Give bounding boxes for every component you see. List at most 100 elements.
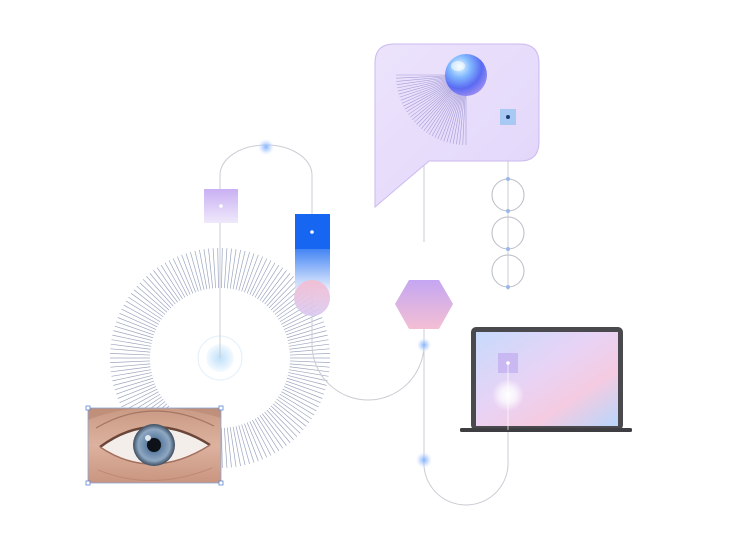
burst-ray — [262, 413, 287, 446]
burst-ray — [130, 293, 164, 318]
lavender-node-dot-icon — [219, 204, 223, 208]
bottom-glow-dot-icon — [415, 451, 433, 469]
burst-ray — [241, 253, 255, 292]
burst-ray — [113, 330, 153, 341]
burst-ray — [246, 422, 263, 460]
burst-ray — [289, 360, 330, 363]
chain-joint-dots — [506, 177, 510, 289]
burst-ray — [121, 308, 158, 328]
burst-ray — [254, 262, 276, 298]
burst-ray — [262, 270, 287, 303]
laptop-icon — [460, 327, 632, 432]
burst-ray — [249, 258, 268, 295]
burst-ray — [246, 256, 263, 294]
burst-ray — [232, 249, 241, 290]
burst-ray — [229, 427, 237, 467]
pink-circle-node-icon — [294, 280, 330, 316]
burst-ray — [156, 267, 181, 301]
burst-ray — [142, 279, 172, 309]
burst-ray — [119, 312, 157, 330]
burst-ray — [289, 353, 330, 356]
burst-ray — [208, 248, 214, 289]
burst-ray — [238, 251, 250, 291]
burst-ray — [289, 348, 330, 353]
burst-ray — [270, 405, 301, 434]
burst-ray — [111, 369, 152, 377]
burst-ray — [110, 360, 151, 363]
burst-ray — [259, 267, 284, 301]
burst-ray — [252, 260, 272, 297]
burst-ray — [110, 353, 151, 356]
burst-ray — [212, 248, 216, 289]
burst-ray — [285, 380, 324, 395]
burst-ray — [268, 279, 298, 309]
burst-ray — [276, 398, 310, 423]
burst-ray — [287, 375, 327, 386]
burst-ray — [153, 270, 178, 303]
burst-ray — [110, 343, 151, 350]
burst-ray — [119, 386, 157, 404]
burst-ray — [121, 388, 158, 408]
burst-ray — [224, 248, 228, 289]
burst-ray — [283, 312, 321, 330]
burst-ray — [139, 282, 170, 311]
burst-ray — [244, 254, 259, 293]
top-glow-dot-icon — [257, 138, 275, 156]
burst-ray — [252, 419, 272, 456]
burst-ray — [116, 321, 155, 336]
burst-ray — [244, 423, 259, 462]
burst-ray — [288, 372, 328, 382]
eye-photo-icon — [85, 405, 224, 486]
burst-ray — [289, 363, 330, 368]
burst-ray — [114, 325, 154, 339]
burst-ray — [128, 296, 162, 320]
burst-ray — [288, 334, 328, 344]
burst-ray — [254, 418, 276, 454]
burst-ray — [149, 273, 176, 305]
burst-ray — [235, 250, 246, 290]
burst-ray — [285, 321, 324, 336]
hexagon-glow-dot-icon — [416, 337, 432, 353]
burst-ray — [286, 377, 326, 391]
burst-ray — [266, 276, 294, 307]
burst-ray — [232, 426, 241, 467]
burst-ray — [146, 276, 174, 307]
burst-ray — [278, 396, 312, 420]
burst-ray — [281, 391, 317, 412]
burst-ray — [289, 366, 330, 373]
burst-ray — [114, 377, 154, 391]
burst-ray — [133, 289, 166, 315]
burst-ray — [185, 253, 199, 292]
burst-ray — [282, 388, 319, 408]
burst-ray — [172, 258, 191, 295]
burst-ray — [112, 334, 152, 344]
burst-ray — [268, 407, 298, 437]
burst-ray — [272, 403, 304, 431]
burst-ray — [117, 317, 156, 333]
burst-ray — [286, 325, 326, 339]
burst-ray — [283, 386, 321, 404]
burst-ray — [257, 416, 280, 452]
burst-ray — [160, 264, 183, 300]
burst-ray — [110, 366, 151, 373]
burst-ray — [221, 248, 223, 289]
gradient-sphere-icon — [445, 54, 487, 96]
burst-ray — [238, 425, 250, 465]
burst-ray — [284, 383, 323, 399]
burst-ray — [274, 401, 307, 427]
burst-ray — [284, 317, 323, 333]
burst-ray — [177, 256, 194, 294]
burst-ray — [116, 380, 155, 395]
blue-node-dot-icon — [310, 230, 314, 234]
burst-ray — [226, 427, 232, 468]
burst-ray — [264, 273, 291, 305]
burst-ray — [125, 300, 161, 323]
burst-ray — [279, 393, 315, 416]
burst-ray — [194, 250, 205, 290]
burst-ray — [257, 264, 280, 300]
burst-ray — [226, 248, 232, 289]
burst-ray — [168, 260, 188, 297]
burst-ray — [111, 339, 152, 347]
